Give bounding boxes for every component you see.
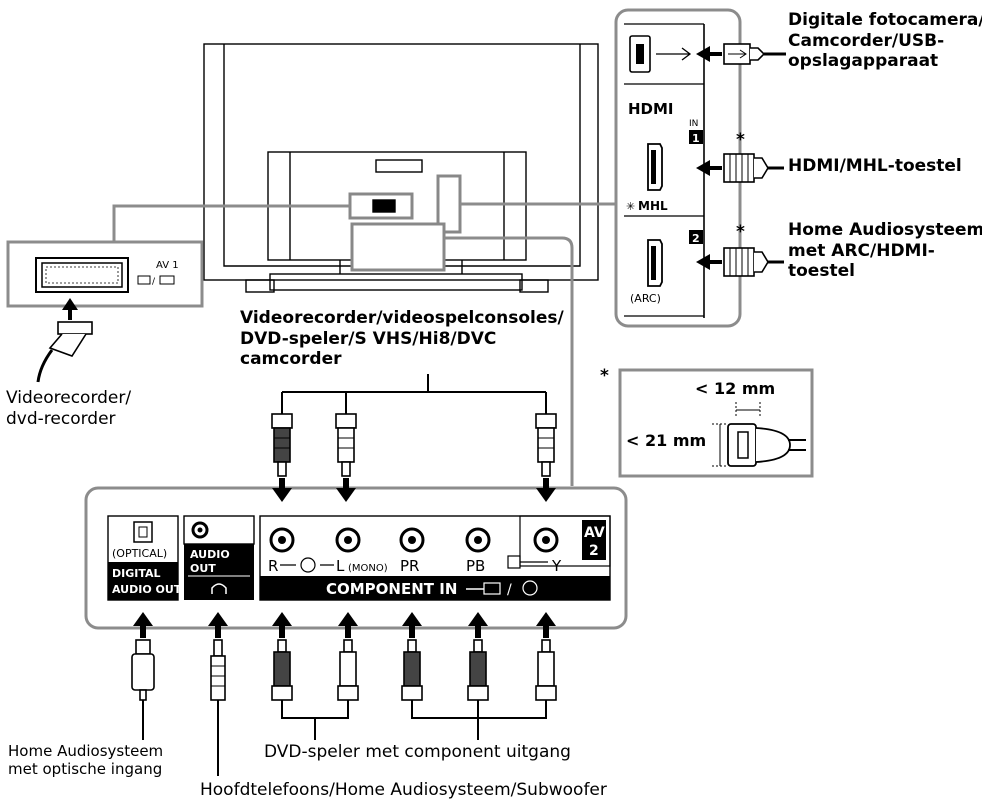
hdmi-cable-2 [696, 247, 784, 277]
hdmi-cable-1 [696, 153, 784, 183]
home-audio-arc-label: Home Audiosysteem met ARC/HDMI- toestel [788, 220, 982, 282]
svg-text:/: / [507, 582, 512, 598]
digital-audio-out-label: AUDIO OUT [112, 583, 182, 596]
digital-camera-label: Digitale fotocamera/ Camcorder/USB- opsl… [788, 10, 982, 72]
mhl-star: ✳ [626, 200, 635, 213]
hdmi1-number: 1 [692, 132, 700, 145]
jack-l-label: L [336, 557, 345, 575]
arc-label: (ARC) [630, 292, 661, 305]
digital-label: DIGITAL [112, 567, 161, 580]
mono-label: (MONO) [348, 563, 388, 574]
video-sources-label: Videorecorder/videospelconsoles/ DVD-spe… [240, 308, 564, 370]
av2-label: AV [584, 525, 605, 541]
output-arrows [133, 612, 556, 638]
right-port-panel: HDMI IN 1 ✳ MHL 2 (ARC) [614, 8, 742, 328]
bottom-port-panel: (OPTICAL) DIGITAL AUDIO OUT AUDIO OUT AV… [84, 486, 628, 630]
usb-cable [696, 43, 786, 65]
audio-label: AUDIO [190, 548, 230, 561]
out-label: OUT [190, 562, 216, 575]
home-audio-optical-label: Home Audiosysteem met optische ingang [8, 742, 164, 779]
svg-text:/: / [152, 277, 156, 287]
optical-label: (OPTICAL) [112, 547, 167, 560]
av1-panel: AV 1 / [6, 240, 204, 308]
hdmi-mhl-device-label: HDMI/MHL-toestel [788, 156, 962, 176]
jack-r-label: R [268, 557, 278, 575]
plug-note-asterisk: * [600, 366, 609, 386]
component-in-label: COMPONENT IN [326, 580, 457, 598]
hdmi2-asterisk: * [736, 222, 745, 242]
jack-pr-label: PR [400, 557, 419, 575]
mhl-logo: MHL [638, 199, 668, 213]
plug-width-dim: < 12 mm [695, 379, 775, 398]
hdmi2-number: 2 [692, 232, 700, 245]
hdmi-logo: HDMI [628, 100, 674, 118]
headphones-label: Hoofdtelefoons/Home Audiosysteem/Subwoof… [200, 780, 607, 800]
scart-cable [36, 298, 93, 383]
hdmi1-asterisk: * [736, 130, 745, 150]
tv-back [203, 43, 599, 293]
output-cable-lines [142, 700, 547, 776]
hdmi-in-label: IN [689, 119, 698, 129]
source-rca-cables [271, 374, 557, 477]
jack-y-label: Y [551, 557, 562, 575]
output-plugs [131, 639, 557, 701]
source-arrows [272, 478, 556, 502]
jack-pb-label: PB [466, 557, 485, 575]
vcr-label: Videorecorder/ dvd-recorder [6, 388, 132, 429]
dvd-component-label: DVD-speler met component uitgang [264, 742, 571, 762]
plug-height-dim: < 21 mm [626, 431, 706, 450]
leader-lines [112, 202, 616, 486]
plug-size-note [618, 368, 814, 478]
av2-number: 2 [589, 543, 599, 559]
av1-label: AV 1 [156, 260, 179, 271]
